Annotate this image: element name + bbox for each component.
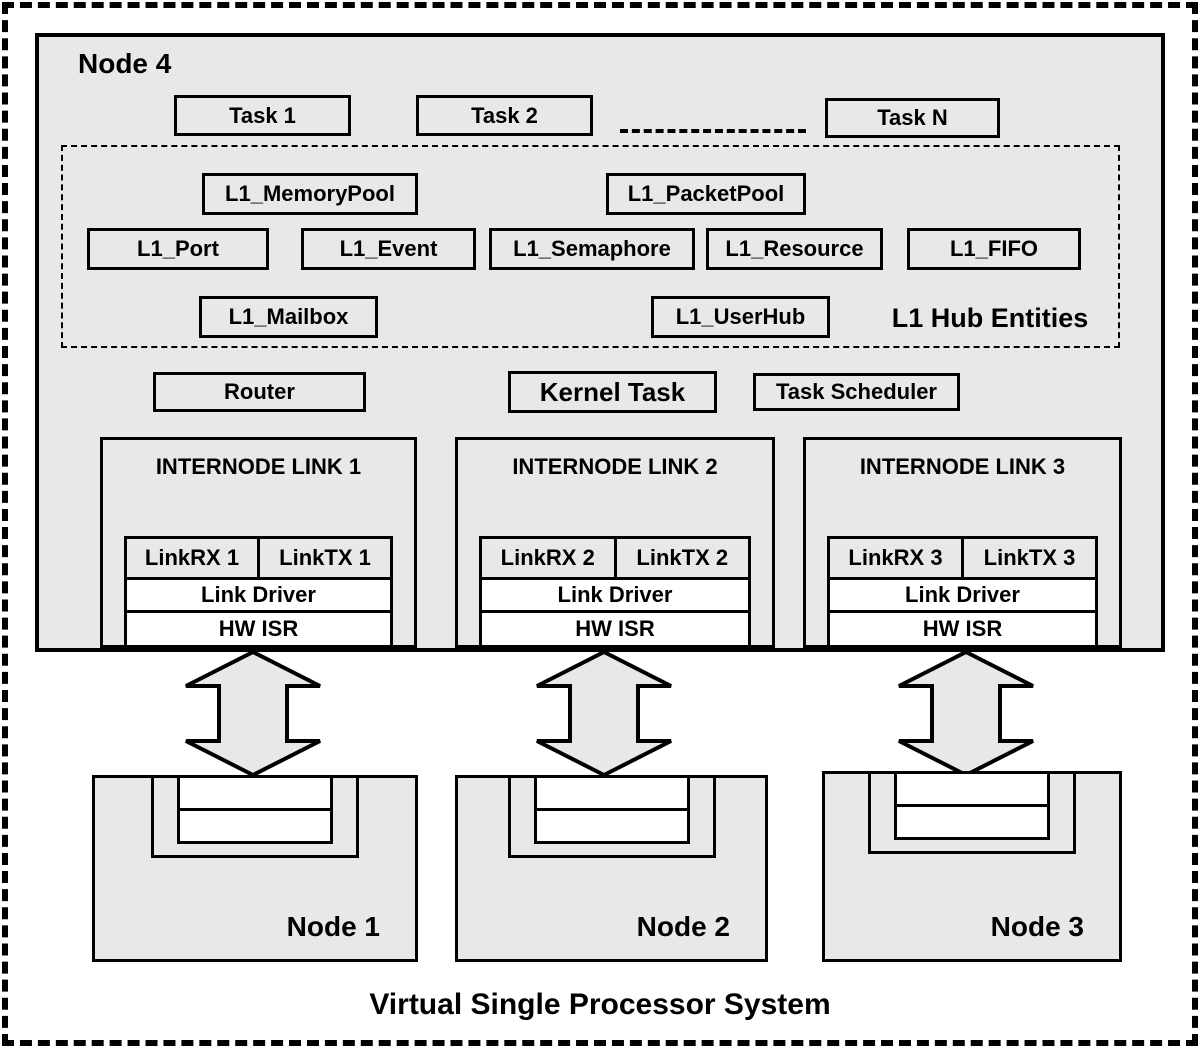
link-port-slot <box>894 774 1050 840</box>
bidirectional-arrow-icon <box>536 649 672 778</box>
task-box-n: Task N <box>825 98 1000 138</box>
node1-label: Node 1 <box>286 911 380 942</box>
internode-link-3-box: INTERNODE LINK 3 LinkRX 3 LinkTX 3 Link … <box>803 437 1122 648</box>
link-tx-cell: LinkTX 3 <box>961 539 1095 577</box>
hw-isr-row: HW ISR <box>127 610 390 645</box>
task-box-2: Task 2 <box>416 95 593 136</box>
router-box: Router <box>153 372 366 412</box>
link-port-frame <box>868 774 1076 854</box>
l1-event-box: L1_Event <box>301 228 476 270</box>
l1-port-box: L1_Port <box>87 228 269 270</box>
link-driver-row: Link Driver <box>127 577 390 610</box>
link-port-slot <box>533 778 690 844</box>
internode-link-2-stack: LinkRX 2 LinkTX 2 Link Driver HW ISR <box>479 536 751 645</box>
bidirectional-arrow-icon <box>185 649 321 778</box>
l1-semaphore-box: L1_Semaphore <box>489 228 695 270</box>
internode-link-3-stack: LinkRX 3 LinkTX 3 Link Driver HW ISR <box>827 536 1098 645</box>
task-continuation-dashes <box>620 129 806 133</box>
link-rx-tx-row: LinkRX 3 LinkTX 3 <box>830 539 1095 577</box>
link-driver-row: Link Driver <box>830 577 1095 610</box>
link-port-slot <box>177 778 333 844</box>
hw-isr-row: HW ISR <box>830 610 1095 645</box>
link-rx-tx-row: LinkRX 2 LinkTX 2 <box>482 539 748 577</box>
bidirectional-arrow-icon <box>898 649 1034 778</box>
link-rx-tx-row: LinkRX 1 LinkTX 1 <box>127 539 390 577</box>
link-rx-cell: LinkRX 2 <box>500 545 595 570</box>
l1-packetpool-box: L1_PacketPool <box>606 173 806 215</box>
l1-userhub-box: L1_UserHub <box>651 296 830 338</box>
internode-link-1-stack: LinkRX 1 LinkTX 1 Link Driver HW ISR <box>124 536 393 645</box>
slot-divider <box>536 808 687 811</box>
internode-link-1-box: INTERNODE LINK 1 LinkRX 1 LinkTX 1 Link … <box>100 437 417 648</box>
l1-fifo-box: L1_FIFO <box>907 228 1081 270</box>
link-tx-cell: LinkTX 2 <box>613 539 749 577</box>
link-port-frame <box>151 778 359 858</box>
node1-box: Node 1 <box>92 775 418 962</box>
task-box-1: Task 1 <box>174 95 351 136</box>
internode-link-2-box: INTERNODE LINK 2 LinkRX 2 LinkTX 2 Link … <box>455 437 775 648</box>
link-tx-cell: LinkTX 1 <box>257 539 390 577</box>
l1-hub-entities-group <box>61 145 1120 348</box>
node2-label: Node 2 <box>636 911 730 942</box>
node2-box: Node 2 <box>455 775 768 962</box>
link-driver-row: Link Driver <box>482 577 748 610</box>
internode-link-1-title: INTERNODE LINK 1 <box>155 454 362 479</box>
internode-link-3-title: INTERNODE LINK 3 <box>859 454 1066 479</box>
l1-mailbox-box: L1_Mailbox <box>199 296 378 338</box>
node3-label: Node 3 <box>990 911 1084 942</box>
internode-link-2-title: INTERNODE LINK 2 <box>512 454 718 479</box>
node3-box: Node 3 <box>822 771 1122 962</box>
slot-divider <box>180 808 330 811</box>
link-port-frame <box>507 778 716 858</box>
diagram-caption: Virtual Single Processor System <box>369 988 831 1021</box>
hw-isr-row: HW ISR <box>482 610 748 645</box>
link-rx-cell: LinkRX 1 <box>144 545 240 570</box>
l1-resource-box: L1_Resource <box>706 228 883 270</box>
node4-label: Node 4 <box>78 48 172 79</box>
l1-hub-entities-label: L1 Hub Entities <box>891 303 1089 333</box>
slot-divider <box>897 804 1047 807</box>
node4-box: Node 4 Task 1 Task 2 Task N L1_MemoryPoo… <box>35 33 1165 652</box>
l1-memorypool-box: L1_MemoryPool <box>202 173 418 215</box>
task-scheduler-box: Task Scheduler <box>753 373 960 411</box>
link-rx-cell: LinkRX 3 <box>848 545 943 570</box>
kernel-task-box: Kernel Task <box>508 371 717 413</box>
